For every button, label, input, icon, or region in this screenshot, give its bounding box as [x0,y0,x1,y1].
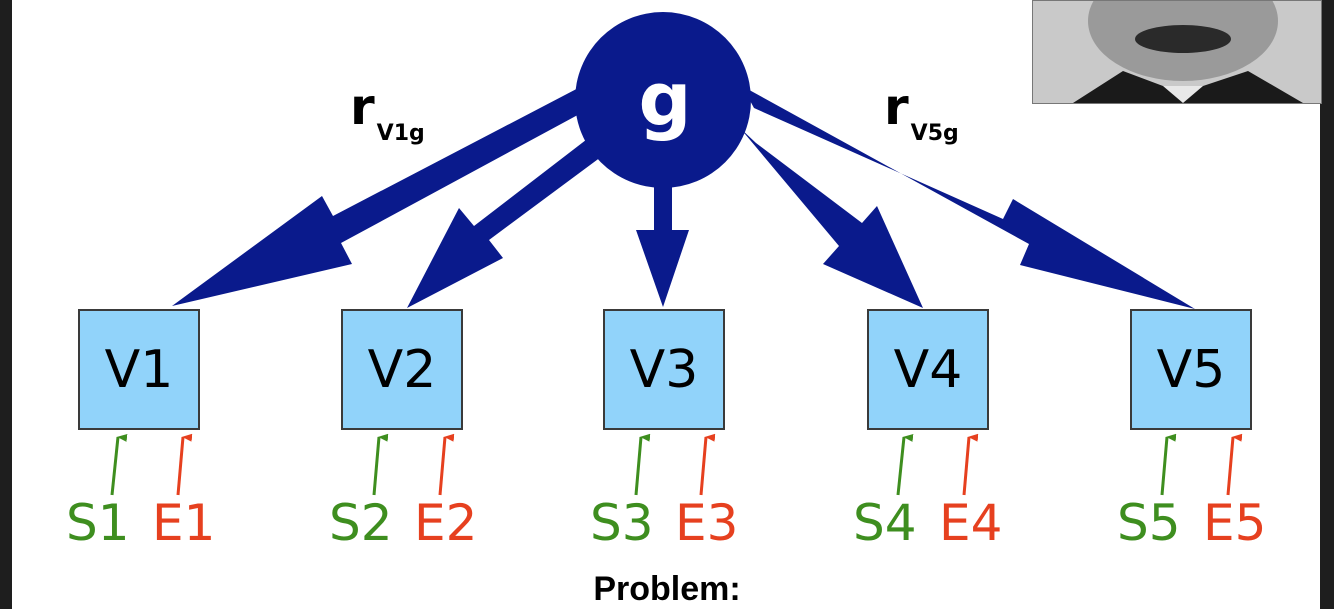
specific-factor-s4: S4 [853,494,917,552]
specific-factor-s1: S1 [66,494,130,552]
path-label-v1g: rV1g [350,82,425,146]
arrow-s1 [110,433,128,496]
error-factor-e4: E4 [939,494,1003,552]
portrait-illustration [1033,1,1321,103]
arrow-s3 [634,433,651,496]
variable-box-v4: V4 [867,309,989,430]
g-node-label: g [638,57,692,143]
arrow-g-v4 [740,128,923,308]
specific-factor-s3: S3 [590,494,654,552]
variable-box-v3: V3 [603,309,725,430]
error-factor-e5: E5 [1203,494,1267,552]
error-factor-e2: E2 [414,494,478,552]
path-label-v5g: rV5g [884,82,959,146]
specific-factor-s2: S2 [329,494,393,552]
path-label-symbol: r [350,78,375,136]
arrow-e3 [699,433,716,496]
path-label-symbol: r [884,78,909,136]
specific-factor-s5: S5 [1117,494,1181,552]
error-factor-e3: E3 [675,494,739,552]
variable-box-v5: V5 [1130,309,1252,430]
arrow-g-v3 [636,175,689,307]
arrow-s2 [372,433,389,496]
arrow-g-v1 [172,84,598,306]
arrow-e1 [176,433,193,496]
arrow-e2 [438,433,455,496]
arrow-s4 [896,433,914,496]
path-label-subscript: V1g [376,121,425,146]
arrow-g-v2 [407,133,609,308]
variable-box-v2: V2 [341,309,463,430]
g-node-circle [575,12,751,188]
arrow-e4 [962,433,979,496]
arrow-s5 [1160,433,1177,496]
arrow-g-v5 [742,86,1195,309]
left-frame-edge [0,0,12,609]
variable-box-v1: V1 [78,309,200,430]
footer-problem-heading: Problem: [593,570,741,608]
right-frame-edge [1320,0,1334,609]
path-label-subscript: V5g [910,121,959,146]
arrow-e5 [1226,433,1243,496]
error-factor-e1: E1 [152,494,216,552]
portrait-photo [1032,0,1322,104]
